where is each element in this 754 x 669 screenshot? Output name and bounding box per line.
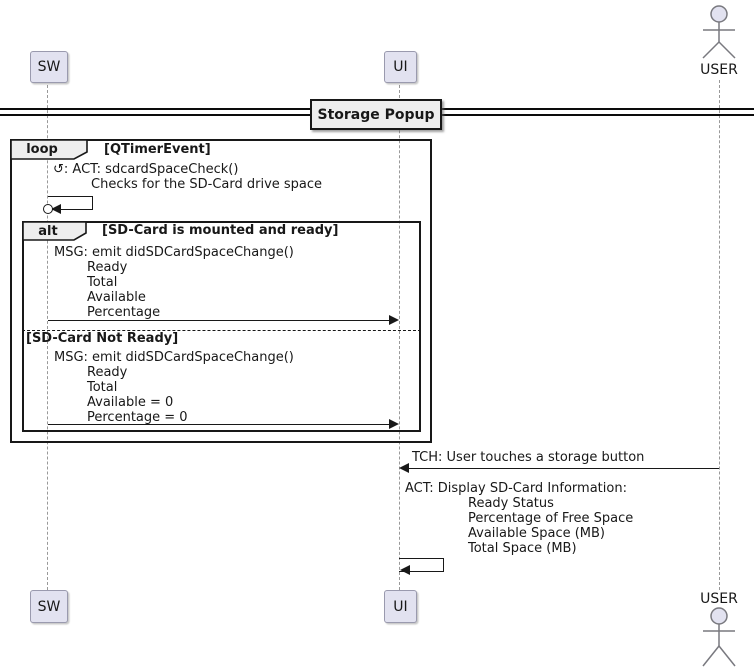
msg-not-ready-line: MSG: emit didSDCardSpaceChange() xyxy=(54,350,294,365)
loop-self-message-line1: ↺: ACT: sdcardSpaceCheck() xyxy=(53,162,238,177)
lifeline-user xyxy=(719,80,720,590)
msg-ready-line: MSG: emit didSDCardSpaceChange() xyxy=(54,245,294,260)
msg-not-ready-line: Percentage = 0 xyxy=(87,410,188,425)
arrow-user-to-ui-head-icon xyxy=(399,463,409,473)
loop-operator-label: loop xyxy=(26,142,58,157)
msg-not-ready-line: Total xyxy=(87,380,118,395)
act-message-line: Total Space (MB) xyxy=(468,541,577,556)
alt-guard-not-ready: [SD-Card Not Ready] xyxy=(26,331,179,346)
diagram-title: Storage Popup xyxy=(310,99,442,130)
alt-frame xyxy=(22,221,421,432)
self-call-icon: ↺ xyxy=(53,162,64,177)
act-message-line: Available Space (MB) xyxy=(468,526,606,541)
loop-self-arrowhead-icon xyxy=(51,204,61,214)
participant-sw-bottom: SW xyxy=(30,590,68,623)
alt-guard-ready: [SD-Card is mounted and ready] xyxy=(102,223,339,238)
ui-self-arrow xyxy=(399,558,444,572)
loop-self-arrow xyxy=(48,196,93,210)
arrow-sw-to-ui-not-ready xyxy=(48,424,392,425)
msg-ready-line: Available xyxy=(87,290,146,305)
arrow-sw-to-ui-ready-head-icon xyxy=(389,315,399,325)
act-message-line: Percentage of Free Space xyxy=(468,511,634,526)
alt-frame-header-shape xyxy=(22,221,87,241)
loop-self-arrow-circle-icon xyxy=(43,204,53,214)
alt-else-divider xyxy=(22,330,421,331)
ui-self-arrowhead-icon xyxy=(400,565,410,575)
actor-user-bottom-label: USER xyxy=(700,591,738,607)
loop-self-message-line2: Checks for the SD-Card drive space xyxy=(91,177,323,192)
msg-not-ready-line: Available = 0 xyxy=(87,395,174,410)
loop-frame xyxy=(10,139,432,443)
act-message-line: ACT: Display SD-Card Information: xyxy=(405,481,627,496)
participant-ui-top: UI xyxy=(384,51,417,83)
actor-user-bottom-icon xyxy=(702,607,736,667)
actor-user-top-icon xyxy=(702,5,736,59)
msg-ready-line: Ready xyxy=(87,260,128,275)
loop-frame-header-shape xyxy=(10,139,88,160)
loop-self-message-text: : ACT: sdcardSpaceCheck() xyxy=(63,162,239,177)
actor-user-top-label: USER xyxy=(700,62,738,78)
arrow-user-to-ui xyxy=(403,468,719,469)
participant-ui-bottom: UI xyxy=(384,590,417,623)
msg-ready-line: Total xyxy=(87,275,118,290)
loop-guard: [QTimerEvent] xyxy=(104,142,211,157)
arrow-sw-to-ui-ready xyxy=(48,320,392,321)
lifeline-sw xyxy=(47,80,48,590)
tch-message: TCH: User touches a storage button xyxy=(412,450,645,465)
lifeline-ui xyxy=(399,80,400,590)
act-message-line: Ready Status xyxy=(468,496,554,511)
msg-not-ready-line: Ready xyxy=(87,365,128,380)
msg-ready-line: Percentage xyxy=(87,305,161,320)
arrow-sw-to-ui-not-ready-head-icon xyxy=(389,419,399,429)
alt-operator-label: alt xyxy=(38,223,58,239)
participant-sw-top: SW xyxy=(30,51,68,83)
